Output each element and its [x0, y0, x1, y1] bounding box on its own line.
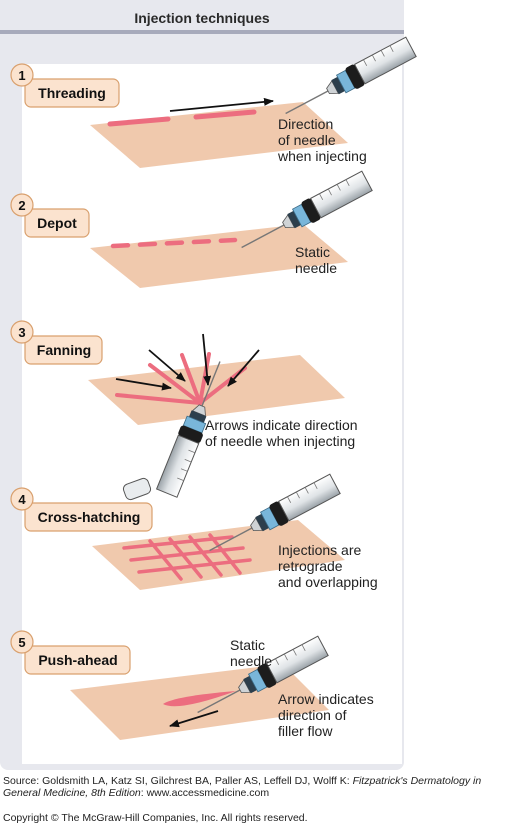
filler-line — [208, 533, 242, 575]
source-book-title: Fitzpatrick's Dermatology in General Med… — [3, 775, 482, 799]
step-number: 4 — [18, 492, 26, 507]
note-text: Arrow indicates — [278, 691, 374, 707]
step-badge-3: 3 Fanning — [10, 320, 103, 365]
step-number: 5 — [18, 635, 25, 650]
plunger-thumb — [122, 477, 152, 501]
arrow-icon — [115, 378, 172, 391]
step-cross-hatching — [92, 472, 345, 590]
filler-line — [115, 393, 202, 405]
note-text: when injecting — [277, 148, 367, 164]
note-text: Arrows indicate direction — [205, 417, 358, 433]
injection-diagram: 1 Threading Direction of needle when inj… — [10, 35, 418, 740]
note-text: of needle — [278, 132, 336, 148]
step-name: Cross-hatching — [38, 509, 141, 525]
note-text: retrograde — [278, 558, 343, 574]
step-name: Threading — [38, 85, 106, 101]
source-suffix: : www.accessmedicine.com — [140, 787, 270, 799]
note-text: and overlapping — [278, 574, 378, 590]
step-number: 3 — [18, 325, 25, 340]
note-text: direction of — [278, 707, 347, 723]
step-number: 2 — [18, 198, 25, 213]
note-text: Direction — [278, 116, 333, 132]
step-badge-4: 4 Cross-hatching — [10, 487, 153, 532]
step-fanning — [88, 333, 345, 501]
note-text: Static — [230, 637, 265, 653]
filler-line — [107, 116, 171, 127]
arrow-icon — [169, 97, 274, 112]
source-citation: Source: Goldsmith LA, Katz SI, Gilchrest… — [3, 775, 506, 799]
note-text: Static — [295, 244, 330, 260]
copyright-notice: Copyright © The McGraw-Hill Companies, I… — [3, 812, 308, 824]
arrow-icon — [202, 333, 212, 386]
figure-title: Injection techniques — [134, 10, 270, 26]
step-threading — [90, 35, 418, 168]
note-text: filler flow — [278, 723, 333, 739]
step-badge-1: 1 Threading — [10, 63, 120, 108]
filler-line — [148, 539, 183, 581]
step-name: Fanning — [37, 342, 91, 358]
title-divider — [0, 30, 404, 34]
filler-line — [188, 535, 223, 577]
step-name: Depot — [37, 215, 77, 231]
filler-line — [148, 363, 202, 405]
step-number: 1 — [18, 68, 25, 83]
arrow-icon — [169, 710, 219, 728]
filler-line — [168, 537, 203, 579]
step-push-ahead — [70, 634, 330, 740]
arrow-icon — [227, 349, 260, 387]
note-text: needle — [295, 260, 337, 276]
step-badge-2: 2 Depot — [10, 193, 90, 238]
note-text: Injections are — [278, 542, 361, 558]
filler-line — [129, 546, 245, 562]
note-text: of needle when injecting — [205, 433, 355, 449]
arrow-icon — [148, 349, 186, 382]
filler-line — [110, 237, 238, 249]
filler-bolus — [163, 691, 236, 707]
step-depot — [90, 169, 374, 288]
step-badge-5: 5 Push-ahead — [10, 630, 131, 675]
skin-patch — [90, 224, 348, 288]
filler-line — [180, 353, 202, 405]
source-prefix: Source: Goldsmith LA, Katz SI, Gilchrest… — [3, 775, 353, 787]
note-text: needle — [230, 653, 272, 669]
step-name: Push-ahead — [38, 652, 117, 668]
skin-patch — [92, 520, 345, 590]
filler-line — [193, 109, 257, 120]
